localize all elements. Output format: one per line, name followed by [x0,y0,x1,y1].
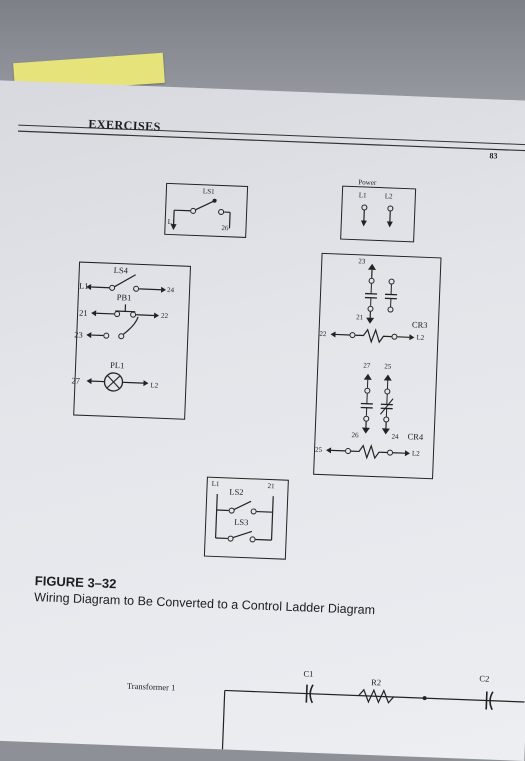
c2-label: C2 [479,673,489,683]
transformer-label: Transformer 1 [127,681,176,693]
c1-label: C1 [303,668,313,678]
book-page: EXERCISES 83 LS1 L1 26 [0,80,525,761]
next-figure-linework [0,80,525,761]
r2-label: R2 [371,677,381,687]
